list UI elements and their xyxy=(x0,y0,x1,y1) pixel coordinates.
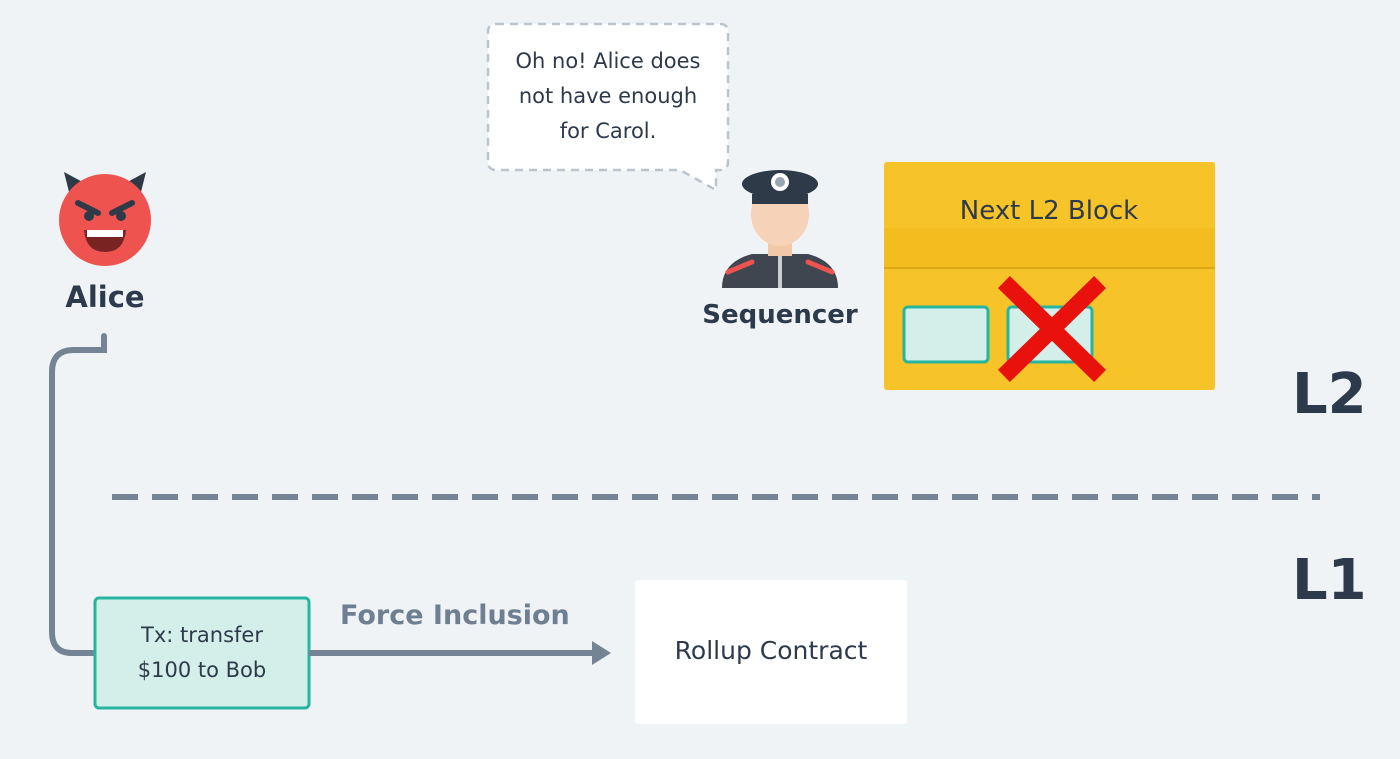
l1-layer-label: L1 xyxy=(1292,548,1367,613)
tx-text: Tx: transfer $100 to Bob xyxy=(137,623,267,682)
rollup-contract-box xyxy=(635,580,907,724)
officer-icon xyxy=(722,170,838,288)
l2-block xyxy=(884,162,1215,390)
devil-face-icon xyxy=(59,172,151,266)
alice-to-tx-connector xyxy=(49,333,107,656)
alice-label: Alice xyxy=(65,280,145,314)
l2-block-title: Next L2 Block xyxy=(959,196,1139,226)
red-x-icon xyxy=(997,275,1107,383)
rollup-contract-label: Rollup Contract xyxy=(674,636,868,665)
sequencer-label: Sequencer xyxy=(702,300,858,330)
force-inclusion-label: Force Inclusion xyxy=(340,600,570,631)
l2-layer-label: L2 xyxy=(1292,362,1367,427)
tx-slot-included xyxy=(902,305,990,364)
speech-bubble-text: Oh no! Alice does not have enough for Ca… xyxy=(515,49,701,143)
force-inclusion-arrow xyxy=(309,641,611,665)
speech-bubble xyxy=(486,22,730,193)
